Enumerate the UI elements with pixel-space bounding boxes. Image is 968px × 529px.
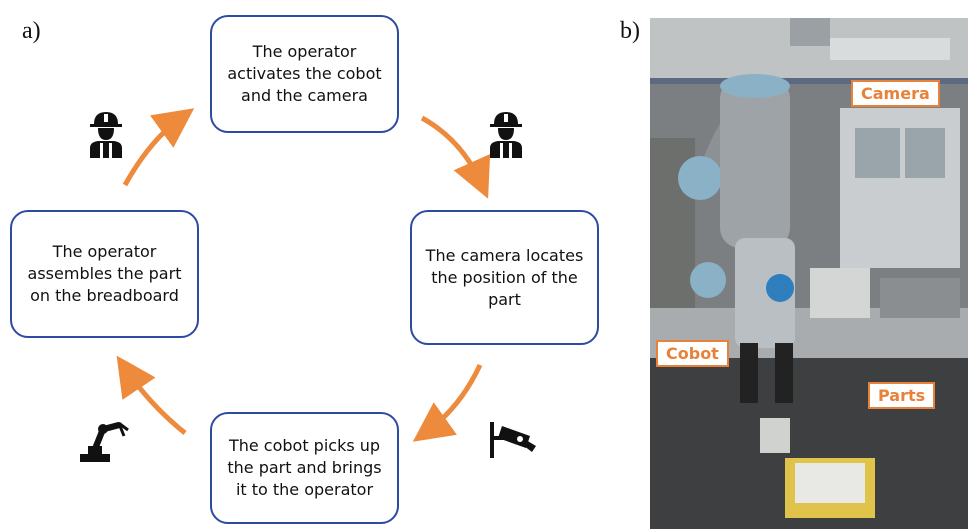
parts-label: Parts: [868, 382, 936, 409]
cobot-label: Cobot: [656, 340, 729, 367]
panel-a-label: a): [22, 18, 41, 44]
operator-icon: [90, 112, 122, 158]
arrow-right-to-bottom: [412, 363, 483, 442]
step-locate-box: The camera locates the position of the p…: [410, 210, 599, 345]
arrow-left-to-top: [122, 108, 195, 187]
panel-b-label: b): [620, 18, 640, 44]
step-activate-box: The operator activates the cobot and the…: [210, 15, 399, 133]
camera-label: Camera: [851, 80, 940, 107]
arrow-bottom-to-left: [116, 355, 187, 435]
step-pickup-box: The cobot picks up the part and brings i…: [210, 412, 399, 524]
arrow-top-to-right: [420, 115, 491, 199]
security-camera-icon: [490, 422, 536, 458]
workflow-arrows: [80, 108, 536, 462]
cobot-photo: Camera Cobot Parts: [650, 18, 968, 529]
robot-arm-icon: [80, 422, 129, 462]
step-assemble-box: The operator assembles the part on the b…: [10, 210, 199, 338]
lab-scene: [650, 18, 968, 529]
operator-icon: [490, 112, 522, 158]
